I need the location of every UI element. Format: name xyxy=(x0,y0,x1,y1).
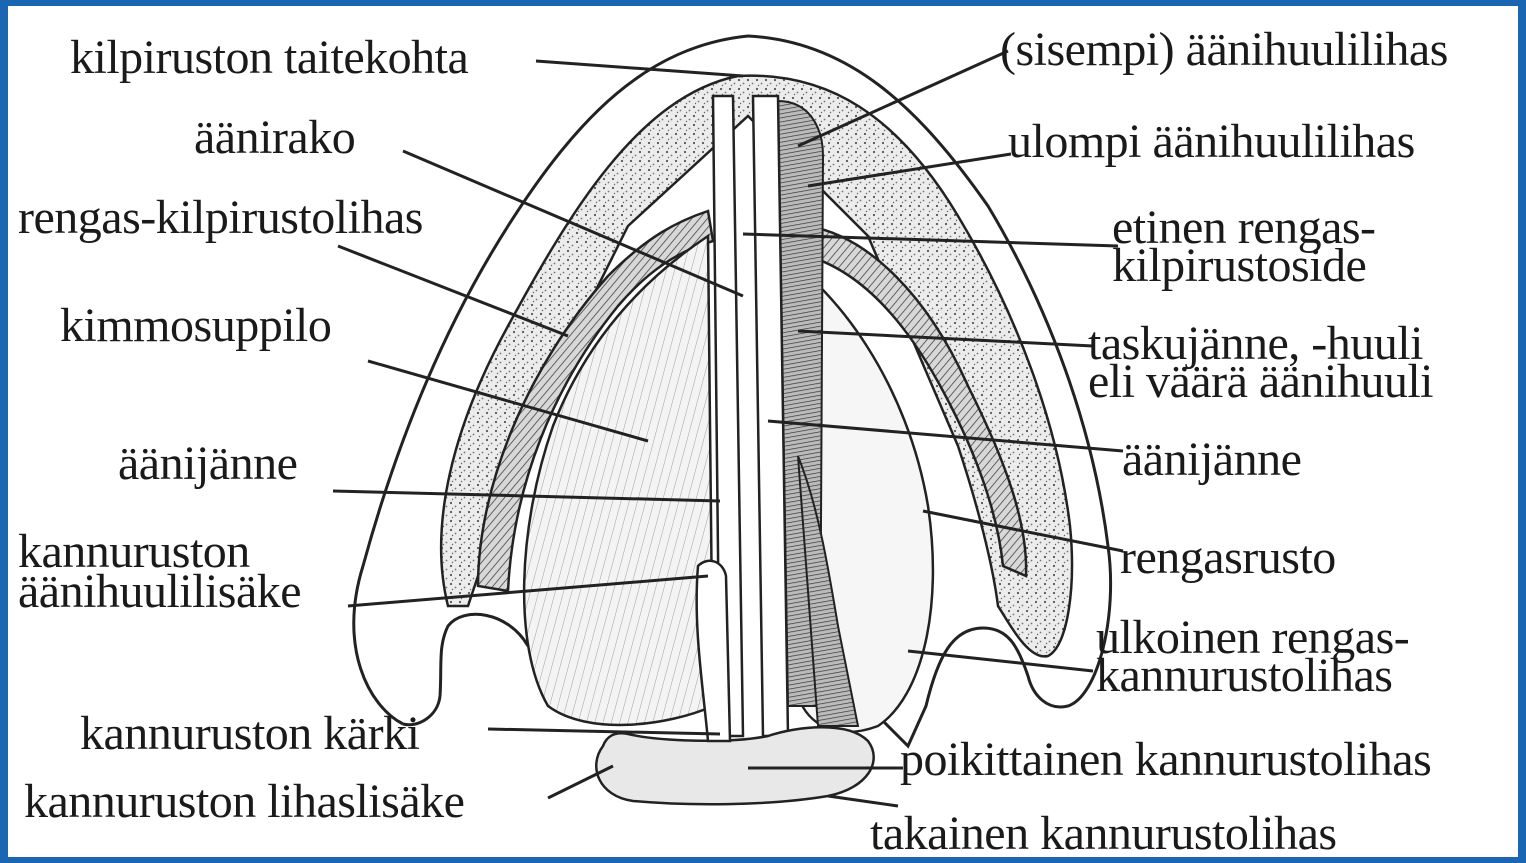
label-rengas-kilpirustolihas: rengas-kilpirustolihas xyxy=(18,194,423,242)
label-aanijanne-left: äänijänne xyxy=(118,440,297,488)
label-takainen-kannurustolihas: takainen kannurustolihas xyxy=(870,810,1337,857)
label-etinen-rengas-kilpirustoside: etinen rengas- kilpirustoside xyxy=(1112,204,1376,290)
label-aanirako: äänirako xyxy=(194,114,355,162)
label-kimmosuppilo: kimmosuppilo xyxy=(60,302,331,350)
label-kannuruston-aanihuulilisake-line2: äänihuulilisäke xyxy=(18,568,301,616)
arytenoid-cluster xyxy=(596,727,873,804)
label-etinen-line2: kilpirustoside xyxy=(1112,242,1376,290)
label-ulompi-aanihuulilihas: ulompi äänihuulilihas xyxy=(1008,118,1415,166)
label-aanijanne-right: äänijänne xyxy=(1122,436,1301,484)
label-taskujanne: taskujänne, -huuli eli väärä äänihuuli xyxy=(1088,320,1433,406)
label-sisempi-aanihuulilihas: (sisempi) äänihuulilihas xyxy=(1000,26,1448,74)
arytenoid-left xyxy=(697,561,730,741)
label-ulkoinen-line2: kannurustolihas xyxy=(1096,652,1409,700)
label-rengasrusto: rengasrusto xyxy=(1120,534,1336,582)
label-taskujanne-line2: eli väärä äänihuuli xyxy=(1088,358,1433,406)
label-kannuruston-lihaslisake: kannuruston lihaslisäke xyxy=(24,778,464,826)
diagram-frame: kilpiruston taitekohta äänirako rengas-k… xyxy=(8,6,1518,857)
label-poikittainen-kannurustolihas: poikittainen kannurustolihas xyxy=(900,736,1431,784)
label-kilpiruston-taitekohta: kilpiruston taitekohta xyxy=(70,34,468,82)
label-kannuruston-karki: kannuruston kärki xyxy=(80,710,419,758)
label-ulkoinen-rengas-kannurustolihas: ulkoinen rengas- kannurustolihas xyxy=(1096,614,1409,700)
label-kannuruston-aanihuulilisake: kannuruston äänihuulilisäke xyxy=(18,528,301,616)
